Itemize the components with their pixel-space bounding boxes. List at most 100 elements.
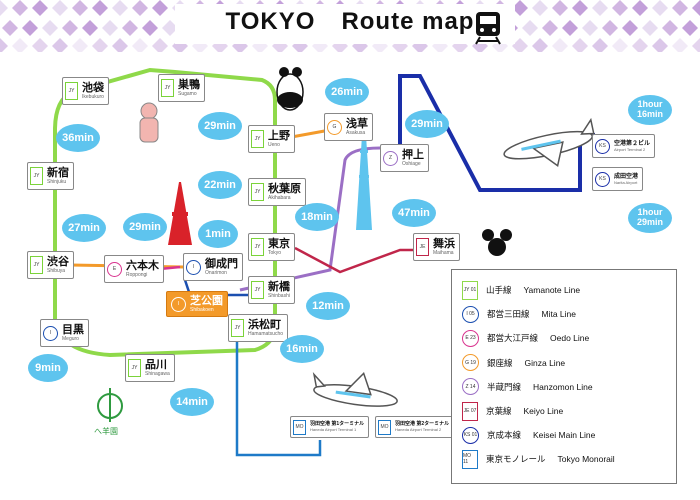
hanzomon-badge-icon: Z <box>383 150 398 166</box>
header-diamond <box>552 0 568 16</box>
header-diamond <box>512 38 528 52</box>
legend-line-en: Ginza Line <box>524 357 566 368</box>
time-bubble: 29min <box>198 112 242 140</box>
time-bubble: 29min <box>405 110 449 138</box>
station-name-en: Hamamatsucho <box>248 330 284 337</box>
line-badge-icon: KS 01 <box>462 426 479 444</box>
legend-line-jp: 都営大江戸線 <box>487 333 539 344</box>
header-diamond <box>572 0 588 16</box>
station-name-en: Akihabara <box>268 194 291 201</box>
header-diamond <box>332 38 348 52</box>
train-icon <box>475 12 501 45</box>
legend-line-jp: 京葉線 <box>486 406 512 417</box>
header-diamond <box>682 20 698 36</box>
jy-badge-icon: JY <box>251 183 264 201</box>
header-diamond <box>632 0 648 16</box>
header-diamond <box>652 0 668 16</box>
time-bubble: 1hour 16min <box>628 95 672 125</box>
time-bubble: 9min <box>28 354 68 382</box>
keiyo-badge-icon: JE <box>416 238 429 256</box>
header-diamond <box>672 0 688 16</box>
legend-line-jp: 京成本線 <box>487 430 522 441</box>
header-diamond <box>572 38 588 52</box>
header-diamond-pattern <box>0 0 700 52</box>
station-name-en: Sugamo <box>178 90 197 97</box>
mita-badge-icon: I <box>43 325 58 341</box>
header-diamond <box>72 38 88 52</box>
hanzomon-line <box>239 146 381 292</box>
monorail-line <box>235 330 322 457</box>
header-diamond <box>12 38 28 52</box>
station-name-en: Meguro <box>62 335 79 342</box>
header-diamond <box>132 0 148 16</box>
station-name-en: Maihama <box>433 249 454 256</box>
line-badge-icon: E 23 <box>462 329 479 347</box>
time-bubble: 18min <box>295 203 339 231</box>
header-diamond <box>142 20 158 36</box>
legend-line-jp: 半蔵門線 <box>487 381 522 392</box>
jy-badge-icon: JY <box>251 281 264 299</box>
station-name-en: Asakusa <box>346 129 366 136</box>
header-diamond <box>392 38 408 52</box>
time-bubble: 27min <box>62 214 106 242</box>
header-diamond <box>632 38 648 52</box>
station-name-jp: 巣鴨 <box>178 78 200 91</box>
header-diamond <box>122 20 138 36</box>
header-diamond <box>152 0 168 16</box>
header-diamond <box>512 0 528 16</box>
station-name-jp: 六本木 <box>126 259 159 272</box>
station-name-jp: 成田空港 <box>614 173 639 180</box>
header-diamond <box>542 20 558 36</box>
jy-badge-icon: JY <box>251 130 264 148</box>
station-name-jp: 羽田空港 第1ターミナル <box>310 421 365 427</box>
station-name-jp: 羽田空港 第2ターミナル <box>395 421 450 427</box>
station-name-en: Tokyo <box>268 249 282 256</box>
header-diamond <box>412 38 428 52</box>
header-diamond <box>602 20 618 36</box>
header-diamond <box>272 38 288 52</box>
station-name-en: Shinjuku <box>47 178 67 185</box>
station-name-jp: 秋葉原 <box>268 182 301 195</box>
legend-line-en: Keisei Main Line <box>533 430 596 441</box>
station-name-jp: 押上 <box>402 148 424 161</box>
header-diamond <box>692 0 700 16</box>
jizo-statue-icon <box>139 102 159 143</box>
line-badge-icon: MO 11 <box>462 449 478 469</box>
header-diamond <box>252 38 268 52</box>
legend-line-en: Tokyo Monorail <box>557 454 615 465</box>
oedo-badge-icon: E <box>107 261 122 277</box>
header-diamond <box>642 20 658 36</box>
jy-badge-icon: JY <box>128 359 141 377</box>
header-diamond <box>622 20 638 36</box>
mouse-ears-icon <box>482 229 512 256</box>
legend-line-jp: 銀座線 <box>487 357 513 368</box>
station-name-jp: 品川 <box>145 358 167 371</box>
header-diamond <box>162 20 178 36</box>
